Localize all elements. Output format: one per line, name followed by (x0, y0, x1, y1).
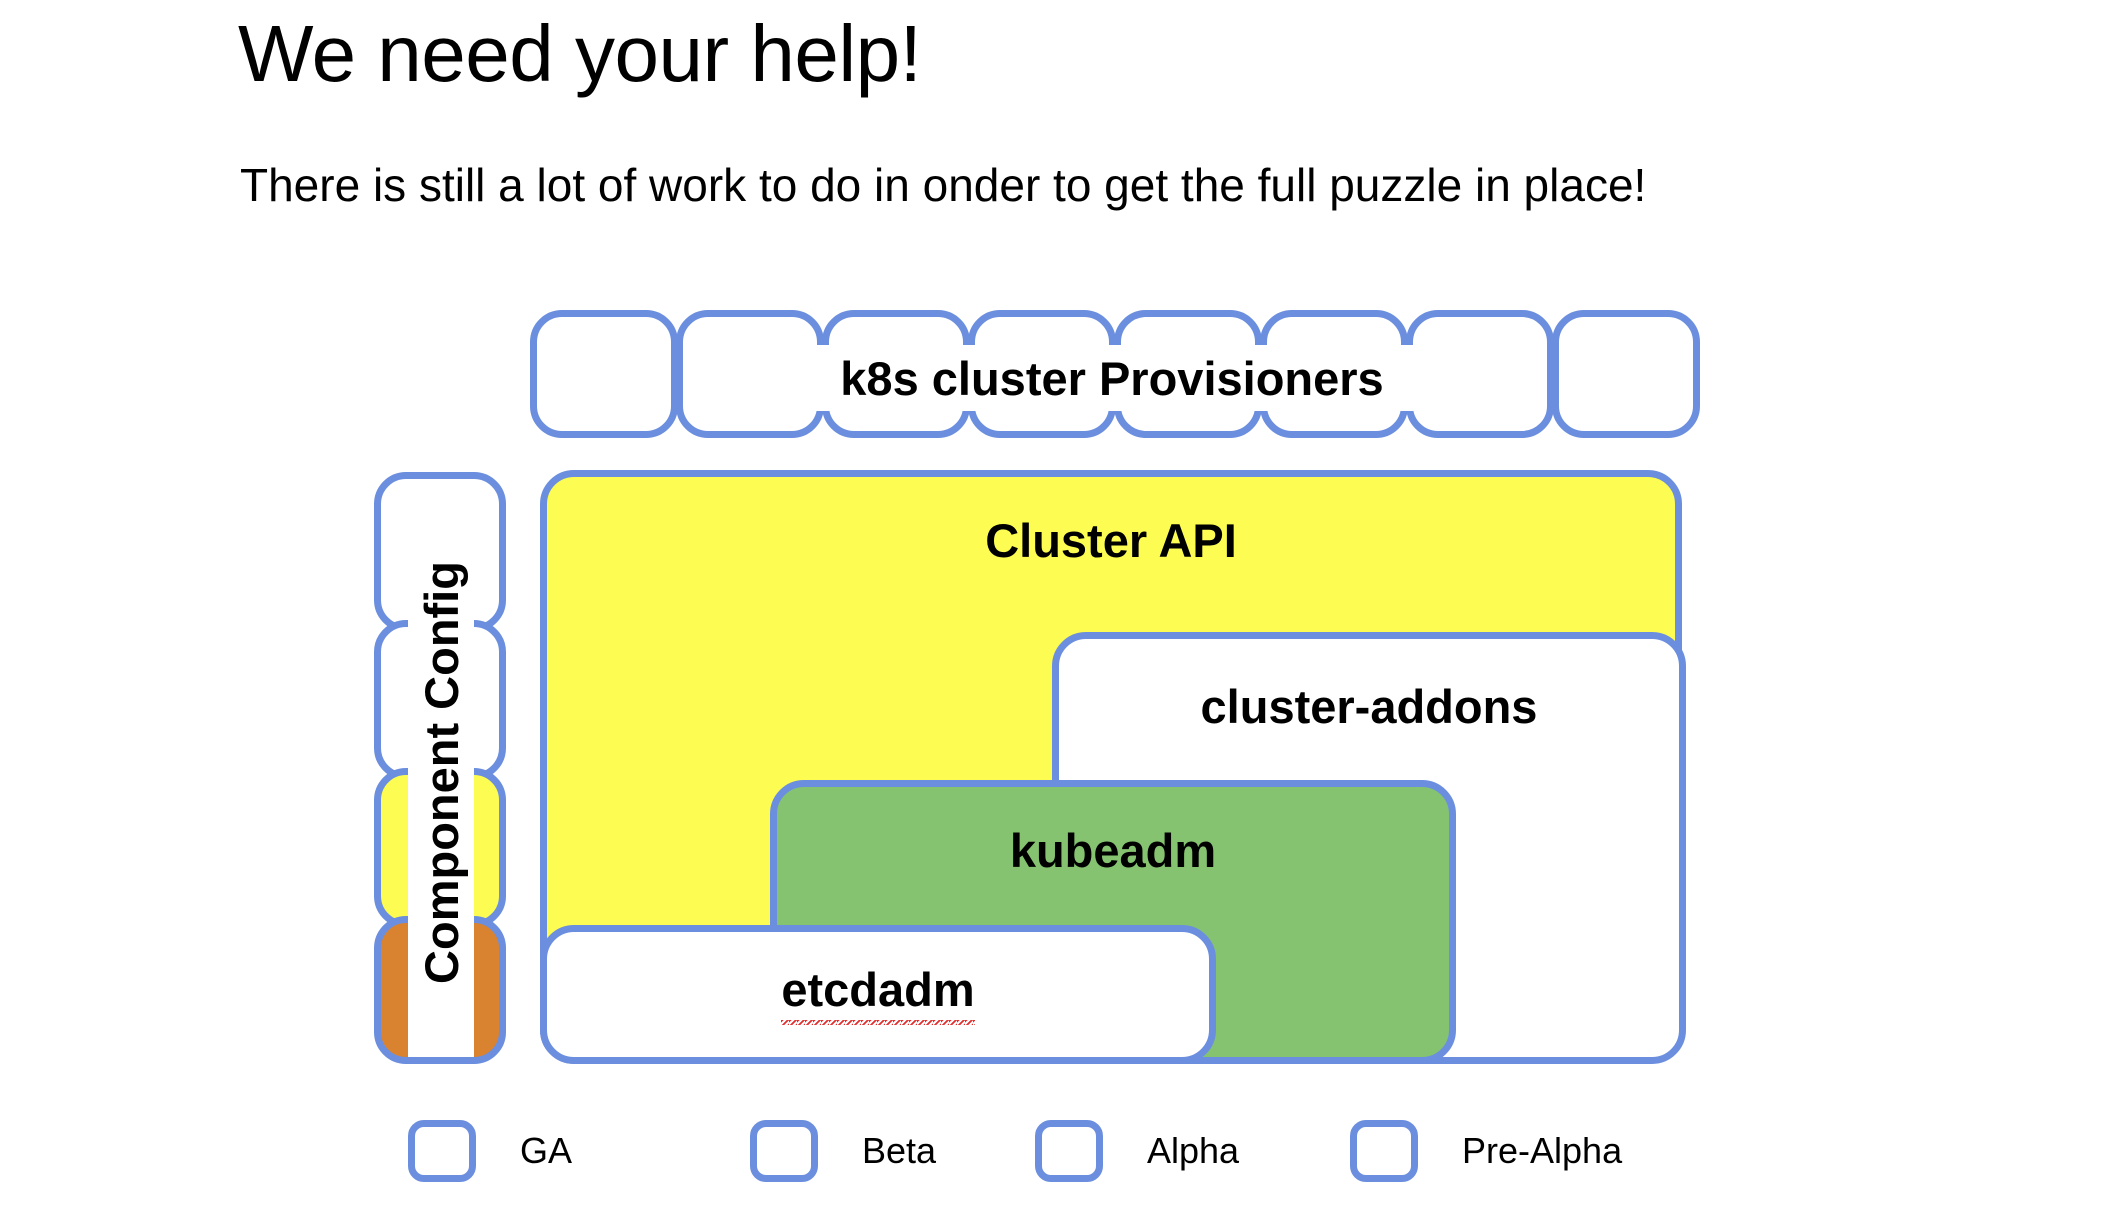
page-title: We need your help! (238, 9, 922, 98)
page-subtitle: There is still a lot of work to do in on… (240, 159, 1647, 211)
legend-label-ga: GA (520, 1130, 573, 1171)
kubeadm-label: kubeadm (1009, 824, 1217, 877)
provisioner-tile (1552, 310, 1700, 438)
legend-label-pre-alpha: Pre-Alpha (1462, 1130, 1623, 1171)
component-config-label: Component Config (408, 487, 474, 1057)
cluster-addons-label: cluster-addons (1200, 680, 1538, 733)
legend-item-beta: Beta (750, 1120, 936, 1182)
legend-swatch-ga (408, 1120, 476, 1182)
legend-label-beta: Beta (862, 1130, 937, 1171)
provisioner-row-label: k8s cluster Provisioners (740, 345, 1484, 411)
etcdadm-label-text: etcdadm (781, 963, 975, 1025)
legend-label-alpha: Alpha (1147, 1130, 1240, 1171)
etcdadm-box: etcdadm (540, 925, 1216, 1064)
etcdadm-label: etcdadm (547, 962, 1209, 1025)
legend-swatch-alpha (1035, 1120, 1103, 1182)
legend-item-ga: GA (408, 1120, 572, 1182)
legend-item-alpha: Alpha (1035, 1120, 1239, 1182)
legend-swatch-pre-alpha (1350, 1120, 1418, 1182)
legend-swatch-beta (750, 1120, 818, 1182)
component-config-label-text: Component Config (414, 560, 468, 984)
provisioner-tile (530, 310, 678, 438)
cluster-api-label: Cluster API (985, 514, 1237, 567)
legend-item-pre-alpha: Pre-Alpha (1350, 1120, 1622, 1182)
